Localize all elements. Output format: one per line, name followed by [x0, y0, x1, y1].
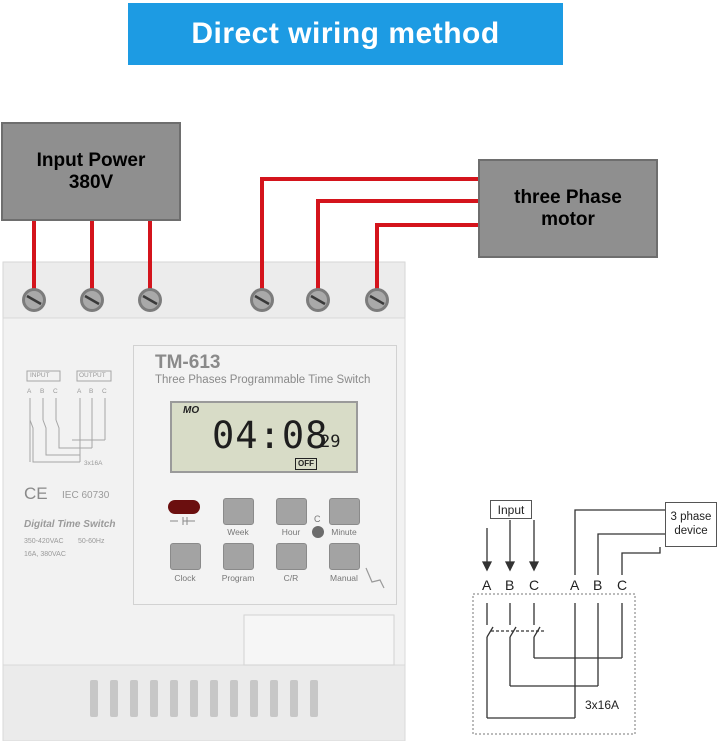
- product-name: Digital Time Switch: [24, 519, 116, 530]
- mini-out-phase-b: B: [89, 388, 94, 395]
- mini-out-phase-c: C: [102, 388, 107, 395]
- mini-phase-b: B: [40, 388, 45, 395]
- lcd-seconds: 29: [320, 432, 341, 452]
- device-label-1: 3 phase: [670, 510, 712, 523]
- minute-label: Minute: [331, 527, 357, 537]
- input-wires: [32, 177, 478, 300]
- lcd-display: [170, 401, 358, 473]
- vent-slot: [250, 680, 258, 717]
- mini-out-phase-a: A: [77, 388, 82, 395]
- vent-slot: [290, 680, 298, 717]
- mini-rating: 3x16A: [84, 460, 103, 467]
- model-subtitle: Three Phases Programmable Time Switch: [155, 374, 371, 386]
- vent-slot: [170, 680, 178, 717]
- vent-slot: [110, 680, 118, 717]
- clock-label: Clock: [174, 573, 196, 583]
- program-button[interactable]: [223, 543, 254, 570]
- minute-button[interactable]: [329, 498, 360, 525]
- iec-standard: IEC 60730: [62, 490, 110, 501]
- week-label: Week: [227, 527, 249, 537]
- input-label-box: Input: [490, 500, 532, 519]
- hour-label: Hour: [281, 527, 301, 537]
- hour-button[interactable]: [276, 498, 307, 525]
- lcd-time: 04:08: [212, 414, 329, 457]
- mini-output-label: OUTPUT: [79, 372, 106, 379]
- three-phase-device-box: 3 phase device: [665, 502, 717, 547]
- voltage-spec: 350-420VAC: [24, 538, 64, 545]
- motor-box: three Phase motor: [478, 159, 658, 258]
- program-label: Program: [221, 573, 255, 583]
- rating-label: 3x16A: [585, 698, 620, 712]
- manual-label: Manual: [330, 573, 358, 583]
- c-label: C: [314, 514, 321, 524]
- vent-slot: [310, 680, 318, 717]
- input-power-voltage: 380V: [68, 171, 114, 193]
- current-spec: 16A, 380VAC: [24, 551, 66, 558]
- status-led: [168, 500, 200, 514]
- cr-button[interactable]: [276, 543, 307, 570]
- vent-slot: [190, 680, 198, 717]
- phase-a-out: A: [570, 577, 580, 593]
- input-power-box: Input Power 380V: [1, 122, 181, 221]
- ce-mark: CE: [24, 484, 48, 503]
- device-label-2: device: [674, 524, 708, 537]
- vent-slot: [230, 680, 238, 717]
- phase-a-in: A: [482, 577, 492, 593]
- manual-button[interactable]: [329, 543, 360, 570]
- phase-b-out: B: [593, 577, 603, 593]
- mini-phase-a: A: [27, 388, 32, 395]
- vent-slot: [130, 680, 138, 717]
- lcd-status: OFF: [295, 458, 317, 470]
- banner-title: Direct wiring method: [128, 3, 563, 65]
- frequency-spec: 50-60Hz: [78, 538, 105, 545]
- motor-label-1: three Phase: [514, 186, 622, 208]
- mini-phase-c: C: [53, 388, 58, 395]
- week-button[interactable]: [223, 498, 254, 525]
- vent-slot: [90, 680, 98, 717]
- lcd-day: MO: [183, 405, 200, 416]
- vent-slot: [210, 680, 218, 717]
- cr-label: C/R: [283, 573, 299, 583]
- phase-c-in: C: [529, 577, 540, 593]
- model-name: TM-613: [155, 352, 221, 373]
- input-power-label: Input Power: [36, 149, 146, 171]
- vent-slot: [270, 680, 278, 717]
- mini-input-label: INPUT: [30, 372, 50, 379]
- terminal-screws: [22, 288, 389, 312]
- device-mini-schematic: [26, 370, 112, 463]
- vent-slot: [150, 680, 158, 717]
- motor-label-2: motor: [541, 208, 595, 230]
- phase-b-in: B: [505, 577, 515, 593]
- phase-c-out: C: [617, 577, 628, 593]
- clock-button[interactable]: [170, 543, 201, 570]
